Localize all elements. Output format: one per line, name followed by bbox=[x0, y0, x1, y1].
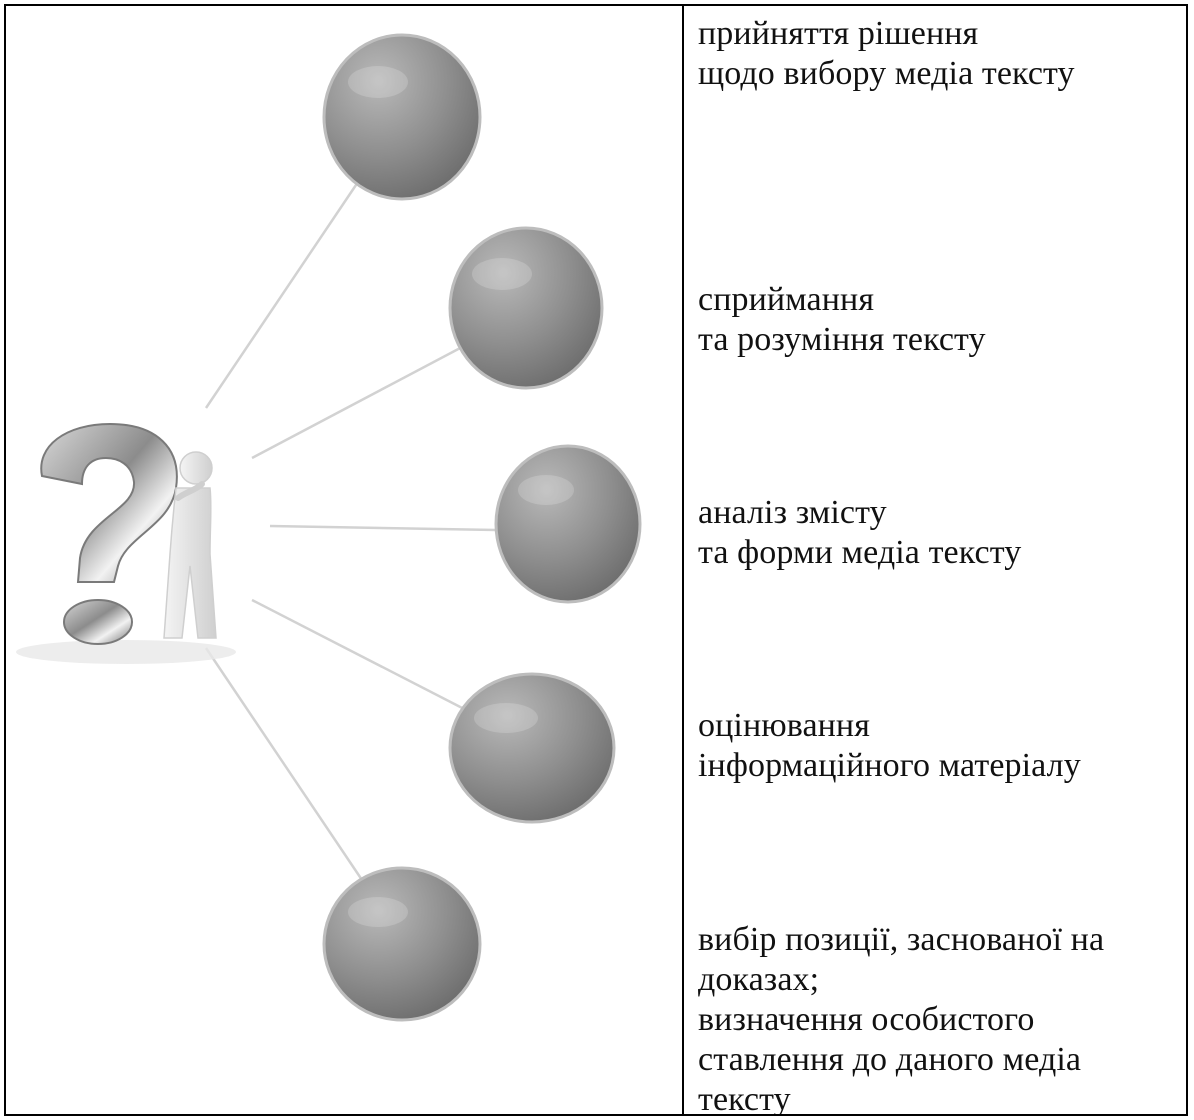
label-line: та форми медіа тексту bbox=[698, 534, 1022, 571]
sphere-node-3 bbox=[448, 672, 616, 824]
connector-lines bbox=[204, 181, 497, 881]
label-line: аналіз змісту bbox=[698, 494, 887, 531]
label-content-form-analysis: аналіз змісту та форми медіа тексту bbox=[698, 493, 1180, 573]
label-line: визначення особистого bbox=[698, 1001, 1035, 1038]
connector-line-1 bbox=[251, 344, 465, 460]
connector-line-3 bbox=[251, 598, 471, 714]
label-perception-understanding: сприймання та розуміння тексту bbox=[698, 280, 1180, 360]
connector-line-0 bbox=[204, 181, 360, 409]
label-information-evaluation: оцінювання інформаційного матеріалу bbox=[698, 706, 1180, 786]
label-line: ставлення до даного медіа bbox=[698, 1041, 1082, 1078]
label-line: та розуміння тексту bbox=[698, 321, 986, 358]
label-line: прийняття рішення bbox=[698, 15, 979, 52]
connector-line-4 bbox=[204, 647, 364, 881]
label-line: інформаційного матеріалу bbox=[698, 747, 1081, 784]
sphere-node-2 bbox=[494, 444, 642, 604]
labels-cell: прийняття рішення щодо вибору медіа текс… bbox=[684, 6, 1186, 1114]
label-line: оцінювання bbox=[698, 707, 870, 744]
label-line: сприймання bbox=[698, 281, 875, 318]
label-line: тексту bbox=[698, 1081, 791, 1114]
label-position-and-attitude: вибір позиції, заснованої на доказах; ви… bbox=[698, 920, 1180, 1114]
sphere-node-4 bbox=[322, 866, 482, 1022]
label-line: вибір позиції, заснованої на bbox=[698, 921, 1105, 958]
diagram-table: прийняття рішення щодо вибору медіа текс… bbox=[4, 4, 1188, 1116]
sphere-node-0 bbox=[322, 33, 482, 201]
thinking-person-with-question-mark-icon bbox=[16, 422, 236, 664]
diagram-graphic bbox=[16, 33, 642, 1022]
connector-line-2 bbox=[269, 524, 497, 532]
diagram-image-cell bbox=[6, 6, 684, 1114]
label-line: щодо вибору медіа тексту bbox=[698, 55, 1075, 92]
label-decision-media-text: прийняття рішення щодо вибору медіа текс… bbox=[698, 14, 1180, 94]
sphere-node-1 bbox=[448, 226, 604, 390]
label-line: доказах; bbox=[698, 961, 820, 998]
